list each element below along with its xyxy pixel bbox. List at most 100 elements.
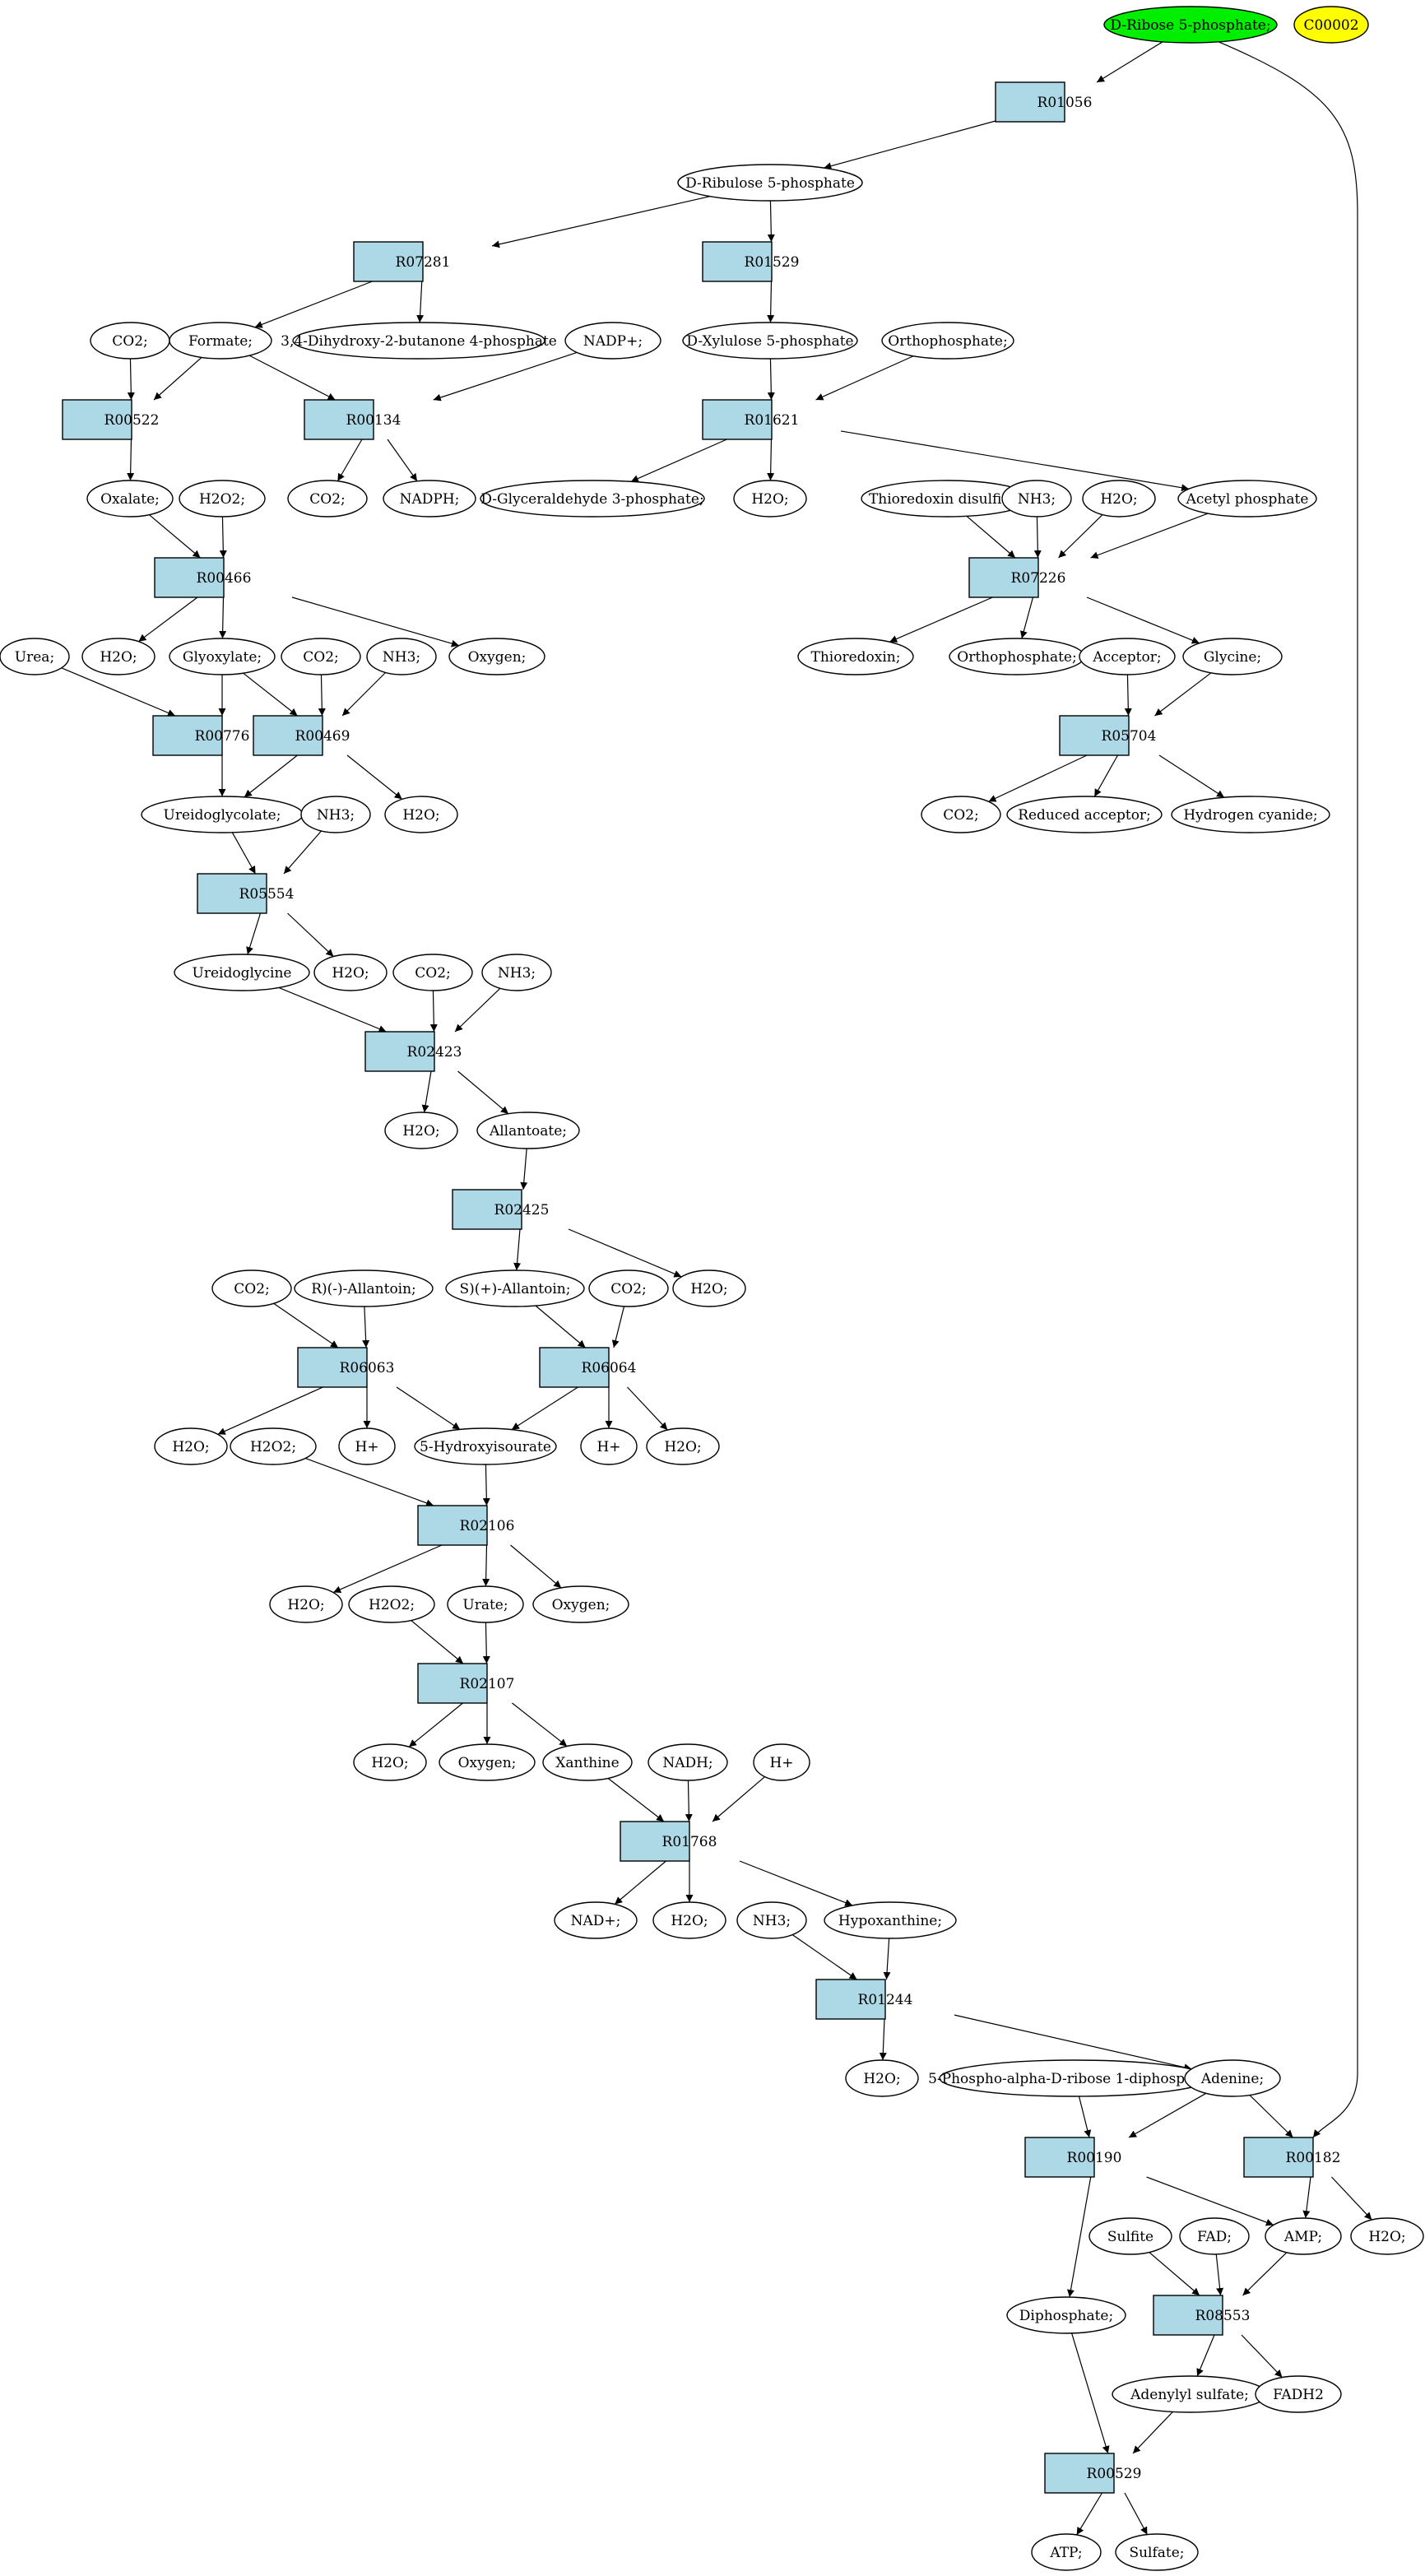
metabolite-node-m_oxygen_2[interactable]: Oxygen; [532,1585,629,1623]
metabolite-node-m_co2_4[interactable]: CO2; [921,796,1001,833]
metabolite-node-m_adenine[interactable]: Adenine; [1184,2059,1281,2097]
reaction-node-r07281[interactable]: R07281 [353,241,450,282]
reaction-node-r01056[interactable]: R01056 [995,81,1092,123]
metabolite-node-m_sulfate[interactable]: Sulfate; [1115,2533,1199,2571]
metabolite-node-m_h2o_9[interactable]: H2O; [646,1427,720,1465]
reaction-node-r06064[interactable]: R06064 [539,1347,636,1388]
metabolite-node-m_dhbp[interactable]: 3,4-Dihydroxy-2-butanone 4-phosphate [281,322,557,360]
reaction-node-r00190[interactable]: R00190 [1024,2137,1121,2178]
metabolite-node-m_rallantoin[interactable]: R)(-)-Allantoin; [294,1269,434,1307]
metabolite-node-m_co2_3[interactable]: CO2; [281,638,361,675]
metabolite-node-m_r5p[interactable]: D-Ribose 5-phosphate; [1103,6,1278,44]
reaction-node-r01621[interactable]: R01621 [702,399,799,440]
metabolite-node-m_acceptor[interactable]: Acceptor; [1079,638,1176,675]
metabolite-node-m_hiu[interactable]: 5-Hydroxyisourate [414,1427,557,1465]
metabolite-node-m_hplus_2[interactable]: H+ [580,1427,638,1465]
metabolite-node-m_fad[interactable]: FAD; [1179,2217,1250,2255]
metabolite-node-m_nadph[interactable]: NADPH; [383,480,476,518]
metabolite-node-m_ortho_1[interactable]: Orthophosphate; [881,322,1014,360]
metabolite-node-m_h2o_5[interactable]: H2O; [313,954,388,991]
reaction-node-r02425[interactable]: R02425 [452,1189,549,1230]
metabolite-node-m_urate[interactable]: Urate; [447,1585,524,1623]
metabolite-node-m_trxss[interactable]: Thioredoxin disulfide; [861,480,1032,518]
metabolite-node-m_hcn[interactable]: Hydrogen cyanide; [1171,796,1330,833]
metabolite-node-m_h2o2_1[interactable]: H2O2; [179,480,266,518]
metabolite-node-m_nadh[interactable]: NADH; [648,1743,728,1781]
metabolite-node-m_glycine[interactable]: Glycine; [1182,638,1283,675]
metabolite-node-m_h2o_6[interactable]: H2O; [384,1112,458,1149]
reaction-node-r00134[interactable]: R00134 [304,399,401,440]
metabolite-node-m_amp[interactable]: AMP; [1265,2217,1342,2255]
metabolite-node-m_h2o_4[interactable]: H2O; [384,796,458,833]
metabolite-node-m_redacc[interactable]: Reduced acceptor; [1006,796,1163,833]
reaction-node-r00182[interactable]: R00182 [1243,2137,1340,2178]
reaction-node-r01244[interactable]: R01244 [815,1979,912,2020]
reaction-node-r02423[interactable]: R02423 [364,1031,462,1072]
metabolite-node-m_g3p[interactable]: D-Glyceraldehyde 3-phosphate; [480,480,705,518]
metabolite-node-m_h2o_7[interactable]: H2O; [672,1269,746,1307]
reaction-node-r00522[interactable]: R00522 [62,399,159,440]
metabolite-node-m_diphosphate[interactable]: Diphosphate; [1006,2296,1126,2334]
metabolite-node-m_nad[interactable]: NAD+; [554,1901,638,1939]
reaction-node-r07226[interactable]: R07226 [968,557,1065,598]
reaction-node-r00469[interactable]: R00469 [253,715,350,756]
metabolite-node-m_glyoxylate[interactable]: Glyoxylate; [169,638,276,675]
metabolite-node-m_nh3_4[interactable]: NH3; [481,954,552,991]
reaction-node-r00529[interactable]: R00529 [1044,2453,1141,2494]
metabolite-node-m_h2o2_3[interactable]: H2O2; [348,1585,435,1623]
reaction-node-r01529[interactable]: R01529 [702,241,799,282]
metabolite-node-m_fadh2[interactable]: FADH2 [1255,2375,1342,2413]
metabolite-node-m_co2_5[interactable]: CO2; [392,954,473,991]
metabolite-node-m_acp[interactable]: Acetyl phosphate [1177,480,1317,518]
metabolite-node-m_h2o_11[interactable]: H2O; [353,1743,427,1781]
metabolite-node-m_c00002[interactable]: C00002 [1293,6,1369,44]
reaction-node-r00466[interactable]: R00466 [154,557,251,598]
metabolite-node-m_xanthine[interactable]: Xanthine [542,1743,633,1781]
metabolite-node-m_nh3_2[interactable]: NH3; [366,638,437,675]
metabolite-node-m_h2o_10[interactable]: H2O; [269,1585,343,1623]
metabolite-node-m_nadp[interactable]: NADP+; [564,322,661,360]
metabolite-node-m_h2o_1[interactable]: H2O; [733,480,807,518]
metabolite-node-m_h2o_8[interactable]: H2O; [154,1427,228,1465]
metabolite-node-m_aps[interactable]: Adenylyl sulfate; [1112,2375,1268,2413]
metabolite-node-m_sallantoin[interactable]: S)(+)-Allantoin; [445,1269,585,1307]
metabolite-node-m_co2_7[interactable]: CO2; [588,1269,669,1307]
reaction-node-r08553[interactable]: R08553 [1153,2295,1250,2336]
metabolite-node-m_oxygen_3[interactable]: Oxygen; [439,1743,536,1781]
metabolite-node-m_xu5p[interactable]: D-Xylulose 5-phosphate [682,322,858,360]
metabolite-node-m_hplus_3[interactable]: H+ [753,1743,810,1781]
metabolite-node-m_urea[interactable]: Urea; [0,638,70,675]
metabolite-node-m_co2_1[interactable]: CO2; [90,322,170,360]
metabolite-node-m_prpp[interactable]: 5-Phospho-alpha-D-ribose 1-diphosphate; [928,2059,1221,2097]
metabolite-node-m_h2o_14[interactable]: H2O; [1350,2217,1424,2255]
metabolite-node-m_h2o_12[interactable]: H2O; [652,1901,726,1939]
metabolite-node-m_h2o_3[interactable]: H2O; [81,638,155,675]
metabolite-node-m_oxalate[interactable]: Oxalate; [86,480,174,518]
reaction-node-r02107[interactable]: R02107 [417,1663,514,1704]
metabolite-node-m_h2o2_2[interactable]: H2O2; [230,1427,317,1465]
metabolite-node-m_co2_2[interactable]: CO2; [287,480,368,518]
metabolite-node-m_atp[interactable]: ATP; [1031,2533,1102,2571]
reaction-node-r06063[interactable]: R06063 [297,1347,394,1388]
metabolite-node-m_ureidoglycine[interactable]: Ureidoglycine [174,954,310,991]
metabolite-node-m_nh3_3[interactable]: NH3; [300,796,371,833]
reaction-node-r01768[interactable]: R01768 [620,1821,717,1862]
reaction-node-r05704[interactable]: R05704 [1059,715,1156,756]
reaction-node-r05554[interactable]: R05554 [197,873,294,914]
metabolite-node-m_ureidoglycolate[interactable]: Ureidoglycolate; [141,796,304,833]
metabolite-node-m_h2o_2[interactable]: H2O; [1082,480,1156,518]
metabolite-node-m_h2o_13[interactable]: H2O; [845,2059,919,2097]
reaction-node-r00776[interactable]: R00776 [152,715,249,756]
metabolite-node-m_formate[interactable]: Formate; [169,322,272,360]
metabolite-node-m_ru5p[interactable]: D-Ribulose 5-phosphate [677,164,863,202]
reaction-node-r02106[interactable]: R02106 [417,1505,514,1546]
metabolite-node-m_co2_6[interactable]: CO2; [211,1269,292,1307]
metabolite-node-m_nh3_5[interactable]: NH3; [736,1901,807,1939]
metabolite-node-m_trx[interactable]: Thioredoxin; [797,638,914,675]
metabolite-node-m_nh3_1[interactable]: NH3; [1001,480,1072,518]
metabolite-node-m_oxygen_1[interactable]: Oxygen; [448,638,545,675]
metabolite-node-m_hypoxanthine[interactable]: Hypoxanthine; [824,1901,957,1939]
metabolite-node-m_allantoate[interactable]: Allantoate; [476,1112,580,1149]
metabolite-node-m_ortho_2[interactable]: Orthophosphate; [949,638,1085,675]
metabolite-node-m_hplus_1[interactable]: H+ [338,1427,396,1465]
